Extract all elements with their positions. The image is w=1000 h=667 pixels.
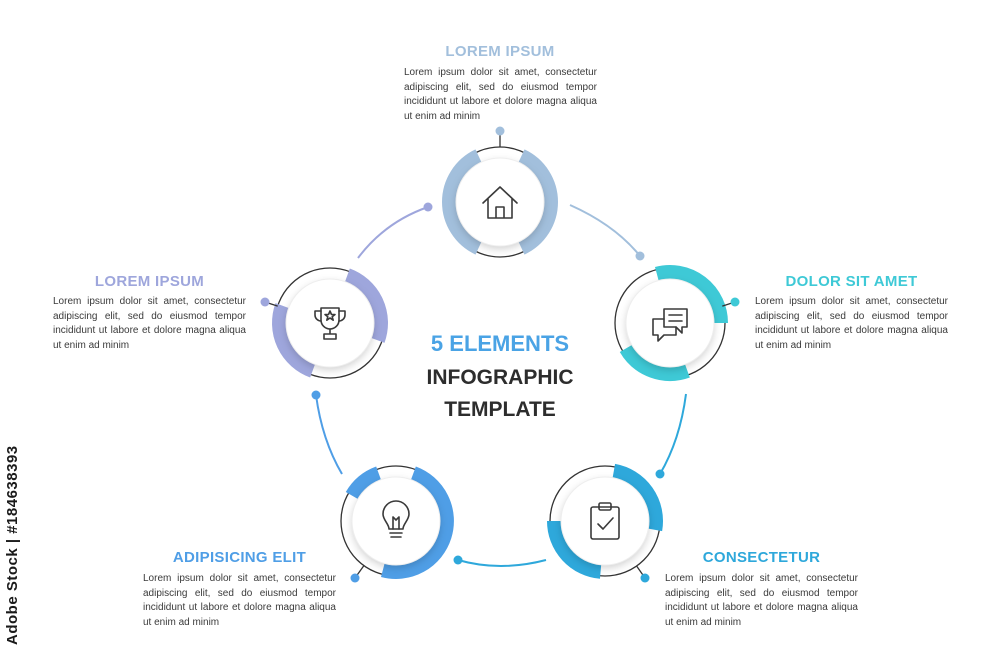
- connector-line-5: [357, 206, 429, 259]
- connector-line-1: [569, 204, 641, 257]
- step2-disc-border: [625, 278, 715, 368]
- center-heading-template: TEMPLATE: [444, 398, 556, 421]
- step3-arc-b: [547, 520, 602, 579]
- connector-lines: [311, 202, 687, 567]
- step2-node: [614, 265, 740, 381]
- step3-node: [547, 463, 663, 583]
- center-heading-infographic: INFOGRAPHIC: [426, 366, 574, 389]
- step2-arc-b: [619, 344, 690, 381]
- step5-arc-a: [344, 268, 388, 343]
- step5-disc-border: [285, 278, 375, 368]
- step5-description: Lorem ipsum dolor sit amet, consectetur …: [53, 296, 246, 351]
- step1-pointer-dot: [495, 126, 505, 136]
- step4-pointer-dot: [350, 573, 360, 583]
- step5-title: LOREM IPSUM: [94, 273, 205, 290]
- step1-disc-border: [455, 157, 545, 247]
- step4-node: [340, 465, 454, 583]
- step2-description: Lorem ipsum dolor sit amet, consectetur …: [755, 296, 948, 351]
- step4-arc-a: [381, 466, 454, 579]
- step1-node: [442, 126, 558, 258]
- connector-line-3: [457, 559, 547, 567]
- step5-node: [260, 267, 388, 379]
- trophy-icon: [314, 307, 346, 340]
- step5-pointer-dot: [260, 297, 270, 307]
- step2-title: DOLOR SIT AMET: [785, 273, 918, 290]
- step1-arc-a: [518, 149, 558, 255]
- step1-description: Lorem ipsum dolor sit amet, consectetur …: [404, 67, 597, 122]
- step3-arc-a: [612, 463, 663, 532]
- step5-disc: [286, 279, 374, 367]
- step3-title: CONSECTETUR: [702, 549, 821, 566]
- step3-disc-border: [560, 476, 650, 566]
- step5-arc-b: [272, 303, 316, 378]
- chat-bubbles-icon: [652, 308, 688, 342]
- step3-pointer-dot: [640, 573, 650, 583]
- step4-disc-border: [351, 476, 441, 566]
- house-icon: [482, 186, 518, 219]
- lightbulb-icon: [382, 500, 410, 538]
- step3-description: Lorem ipsum dolor sit amet, consectetur …: [665, 573, 858, 628]
- connector-dot-1: [635, 251, 645, 261]
- step1-title: LOREM IPSUM: [445, 43, 555, 60]
- step2-arc-a: [654, 265, 728, 324]
- step4-title: ADIPISICING ELIT: [172, 549, 307, 566]
- connector-line-4: [315, 394, 343, 475]
- connector-dot-2: [655, 469, 665, 479]
- step2-disc: [626, 279, 714, 367]
- connector-dot-3: [453, 555, 463, 565]
- step4-description: Lorem ipsum dolor sit amet, consectetur …: [143, 573, 336, 628]
- step2-pointer-dot: [730, 297, 740, 307]
- step-nodes: [260, 126, 740, 583]
- step1-arc-b: [442, 149, 482, 255]
- center-heading-count: 5 ELEMENTS: [430, 331, 570, 356]
- connector-dot-4: [311, 390, 321, 400]
- connector-line-2: [659, 393, 687, 475]
- step3-disc: [561, 477, 649, 565]
- connector-dot-5: [423, 202, 433, 212]
- step4-arc-b: [345, 466, 382, 500]
- stock-watermark: Adobe Stock | #184638393: [4, 445, 21, 645]
- step4-disc: [352, 477, 440, 565]
- step1-disc: [456, 158, 544, 246]
- clipboard-check-icon: [590, 502, 620, 540]
